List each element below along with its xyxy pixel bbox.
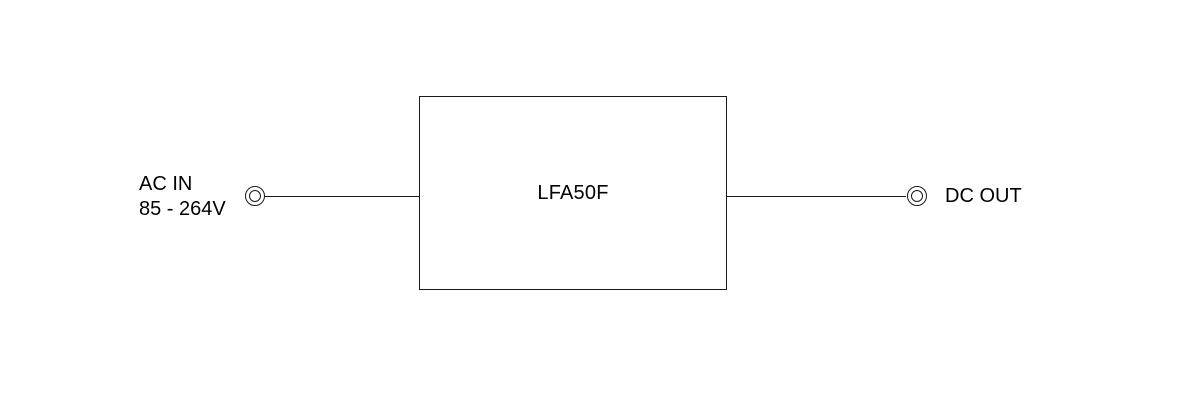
input-label-line-1: AC IN [139,173,193,195]
power-supply-block: LFA50F [419,96,727,290]
block-label: LFA50F [537,182,609,204]
ac-input-terminal-icon [245,186,265,206]
input-label-line-2: 85 - 264V [139,198,226,220]
output-wire [727,196,906,197]
input-wire [264,196,420,197]
input-label: AC IN 85 - 264V [139,172,226,222]
output-label: DC OUT [945,185,1022,207]
dc-output-terminal-icon [907,186,927,206]
